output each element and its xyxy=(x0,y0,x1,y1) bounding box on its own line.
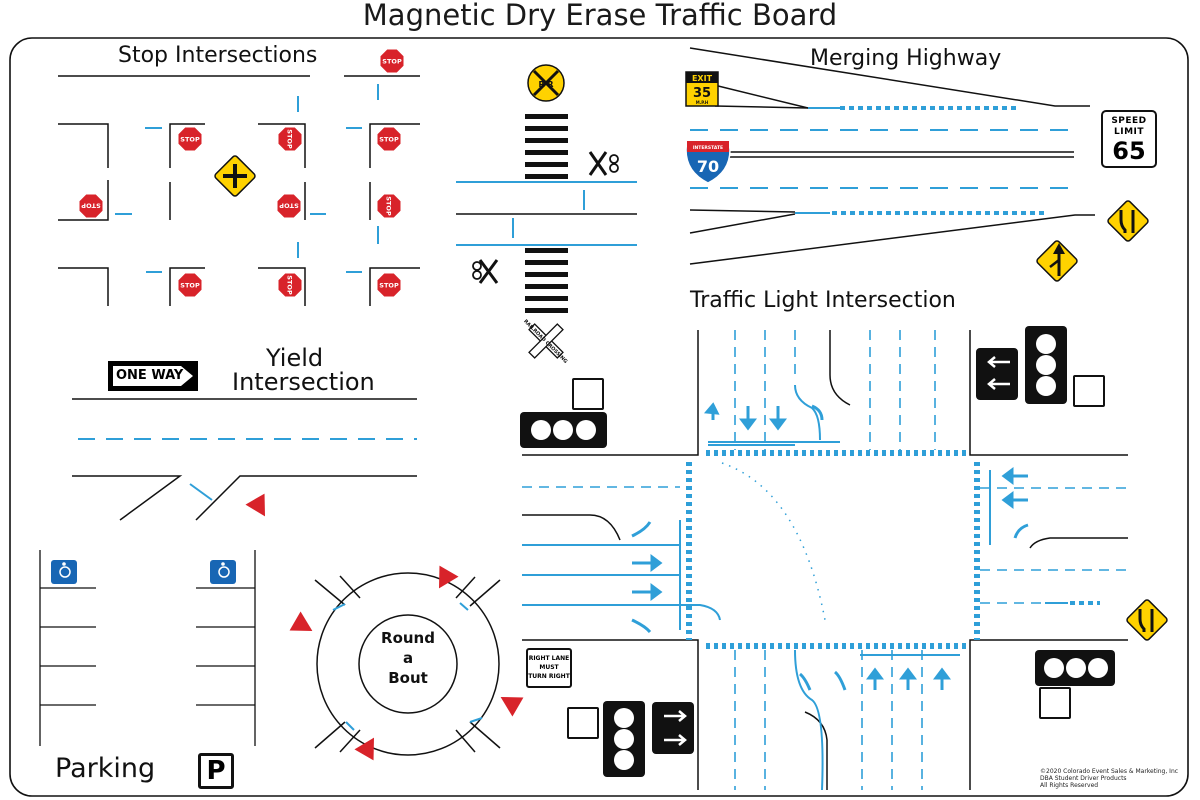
right-lane-line1: RIGHT LANE xyxy=(528,655,570,662)
railroad-track-icon xyxy=(472,151,619,284)
magnet-square xyxy=(572,378,604,410)
merging-highway-label: Merging Highway xyxy=(810,46,1002,71)
roundabout-line2: a xyxy=(402,649,414,667)
lane-ends-warning-icon xyxy=(1106,199,1150,243)
crossbuck-icon xyxy=(528,323,564,359)
roundabout-label: Round a Bout xyxy=(360,628,456,688)
stop-intersections xyxy=(58,75,420,306)
yield-intersection xyxy=(72,398,417,522)
magnet-square xyxy=(1073,375,1105,407)
turn-signal-arrow-icon xyxy=(652,348,1018,754)
copyright-line1: ©2020 Colorado Event Sales & Marketing, … xyxy=(1040,768,1179,775)
board-title: Magnetic Dry Erase Traffic Board xyxy=(362,0,838,32)
right-lane-line3: TURN RIGHT xyxy=(528,673,570,680)
exit-sign-icon: EXIT 35 M.P.H xyxy=(685,71,719,107)
magnet-square xyxy=(1039,687,1071,719)
traffic-light-icon xyxy=(520,326,1115,777)
lane-ends-warning-icon xyxy=(1125,598,1169,642)
traffic-light-intersection-label: Traffic Light Intersection xyxy=(690,288,956,313)
traffic-light-intersection xyxy=(520,326,1169,791)
parking-area xyxy=(39,550,256,746)
yield-sign-icon xyxy=(245,493,275,522)
roundabout xyxy=(289,565,524,761)
copyright-line2: DBA Student Driver Products xyxy=(1040,775,1127,782)
stop-lane-markings xyxy=(115,84,379,273)
right-lane-line2: MUST xyxy=(539,664,559,671)
speed-limit-sign: SPEED LIMIT 65 xyxy=(1101,110,1157,168)
merging-highway: EXIT 35 M.P.H INTERSTATE 70 xyxy=(685,47,1150,283)
railroad-crossing: R R xyxy=(456,64,637,359)
one-way-text: ONE WAY xyxy=(116,368,184,383)
stop-intersections-label: Stop Intersections xyxy=(118,43,318,68)
yield-intersection-label-line1: Yield xyxy=(266,344,324,372)
svg-text:INTERSTATE: INTERSTATE xyxy=(693,145,723,151)
copyright-line3: All Rights Reserved xyxy=(1040,782,1099,789)
one-way-sign: ONE WAY xyxy=(108,361,198,391)
speed-limit-line2: LIMIT xyxy=(1113,127,1145,137)
merge-warning-icon xyxy=(1035,239,1079,283)
interstate-shield-icon: INTERSTATE 70 xyxy=(685,140,731,184)
speed-limit-value: 65 xyxy=(1112,137,1146,165)
speed-limit-line1: SPEED xyxy=(1111,116,1147,126)
crossroad-warning-icon xyxy=(213,154,257,198)
svg-text:M.P.H: M.P.H xyxy=(696,100,709,105)
svg-text:R R: R R xyxy=(538,80,553,89)
parking-p-sign: P xyxy=(198,753,234,789)
svg-text:70: 70 xyxy=(697,157,719,176)
roundabout-line3: Bout xyxy=(388,669,428,687)
svg-text:35: 35 xyxy=(693,86,711,101)
roundabout-line1: Round xyxy=(381,629,435,647)
magnet-square xyxy=(567,707,599,739)
railroad-crossing-text: RAILROAD CROSSING xyxy=(522,319,568,365)
yield-intersection-label-line2: Intersection xyxy=(232,368,375,396)
one-way-arrow-icon xyxy=(113,366,193,386)
handicap-parking-icon xyxy=(51,560,236,584)
svg-text:EXIT: EXIT xyxy=(692,74,713,83)
copyright-notice: ©2020 Colorado Event Sales & Marketing, … xyxy=(1040,768,1178,789)
parking-label: Parking xyxy=(55,753,156,784)
lane-arrow-icons xyxy=(631,402,1029,691)
board-border xyxy=(9,37,1189,797)
right-lane-must-turn-right-sign: RIGHT LANE MUST TURN RIGHT xyxy=(526,648,572,688)
